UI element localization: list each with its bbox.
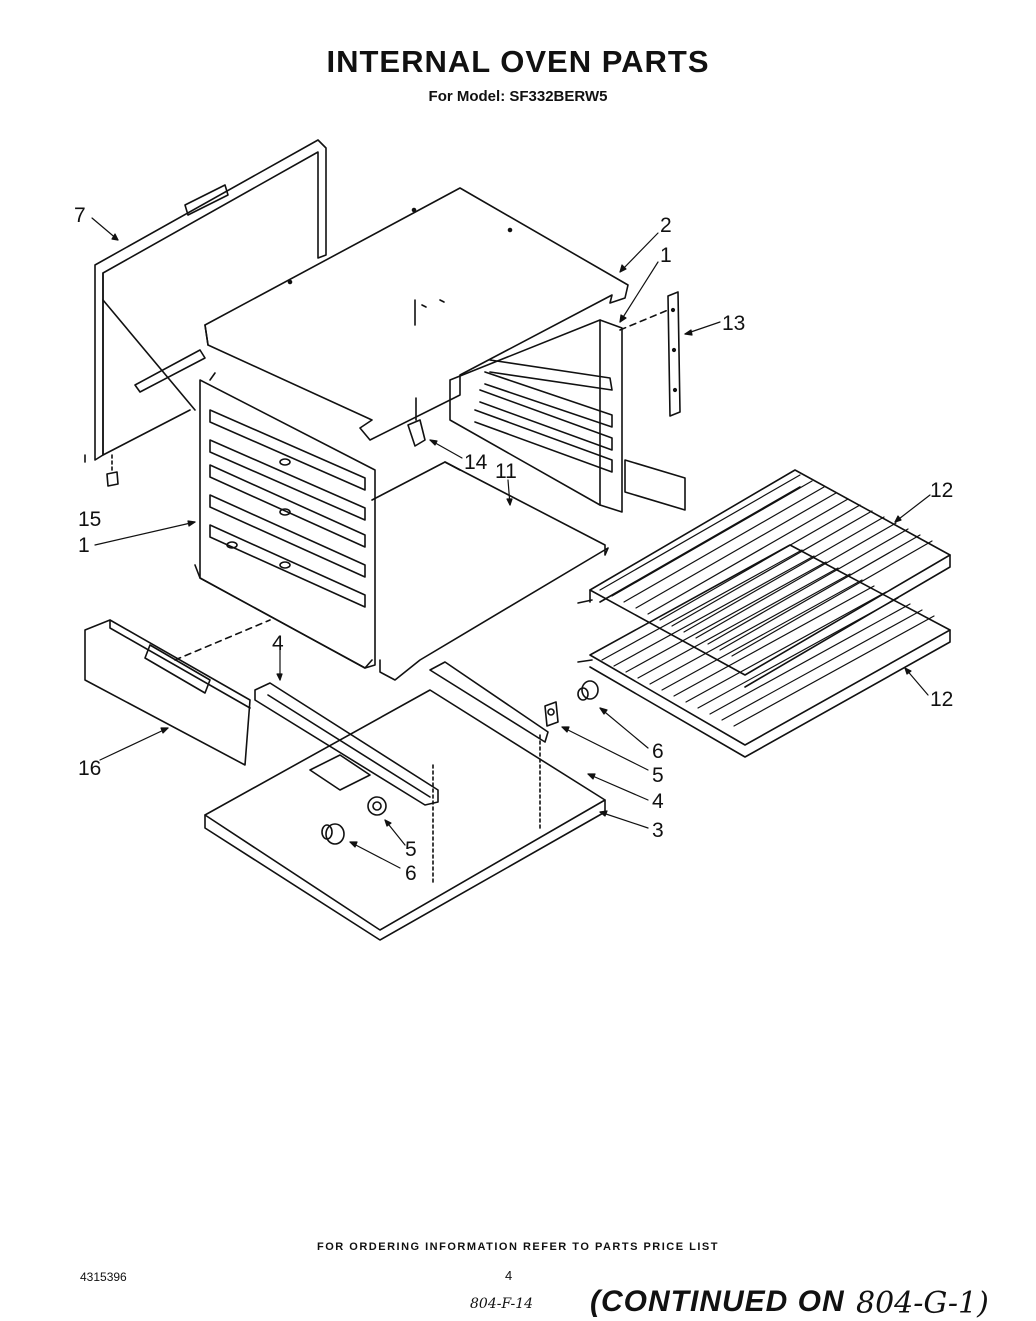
bracket-part-5-left: [367, 796, 387, 816]
part-15-clip: [106, 454, 119, 487]
callout-5-right: 5: [652, 764, 664, 787]
callout-14: 14: [464, 451, 488, 474]
callout-16: 16: [78, 757, 101, 780]
callout-5-left: 5: [405, 838, 417, 861]
handwritten-page-ref: 804-F-14: [470, 1296, 534, 1312]
ordering-note: FOR ORDERING INFORMATION REFER TO PARTS …: [317, 1241, 719, 1253]
callout-6-right: 6: [652, 740, 664, 763]
oven-rack-part-12-upper: [577, 469, 951, 688]
callout-2: 2: [660, 214, 672, 237]
model-subtitle: For Model: SF332BERW5: [428, 88, 608, 105]
callout-6-left: 6: [405, 862, 417, 885]
callout-1-lower: 1: [78, 534, 90, 557]
continued-ref: 804-G-1): [856, 1286, 989, 1321]
document-number: 4315396: [80, 1270, 127, 1284]
leader-lines: [91, 217, 931, 869]
page-title: INTERNAL OVEN PARTS: [326, 44, 710, 79]
page-number: 4: [505, 1268, 513, 1283]
cavity-floor-part-11: [371, 461, 609, 681]
knob-part-6-left: [321, 823, 345, 845]
callout-12-lower: 12: [930, 688, 953, 711]
callout-1-upper: 1: [660, 244, 672, 267]
rail-part-4-left: [254, 682, 439, 806]
callout-4-right: 4: [652, 790, 664, 813]
part-14-bracket: [407, 397, 426, 447]
callout-15: 15: [78, 508, 101, 531]
callout-4-upper: 4: [272, 632, 284, 655]
side-panel-part-1-left: [194, 372, 376, 669]
rail-part-4-right: [429, 661, 549, 743]
knob-part-6-right: [577, 680, 599, 701]
continued-label: (CONTINUED ON: [590, 1285, 845, 1318]
side-panel-part-1-right: [449, 319, 686, 513]
bottom-pan-part-3: [204, 689, 606, 941]
callout-3: 3: [652, 819, 664, 842]
callout-11: 11: [495, 460, 517, 483]
callout-12-upper: 12: [930, 479, 953, 502]
side-strip-part-13: [619, 291, 681, 417]
front-trim-part-16: [84, 619, 271, 766]
callout-13: 13: [722, 312, 745, 335]
bracket-part-5-right: [544, 701, 559, 727]
back-panel-part-7: [84, 139, 327, 463]
oven-rack-part-12-lower: [577, 544, 951, 758]
callout-7: 7: [74, 204, 86, 227]
oven-cavity-part-2: [204, 187, 629, 441]
